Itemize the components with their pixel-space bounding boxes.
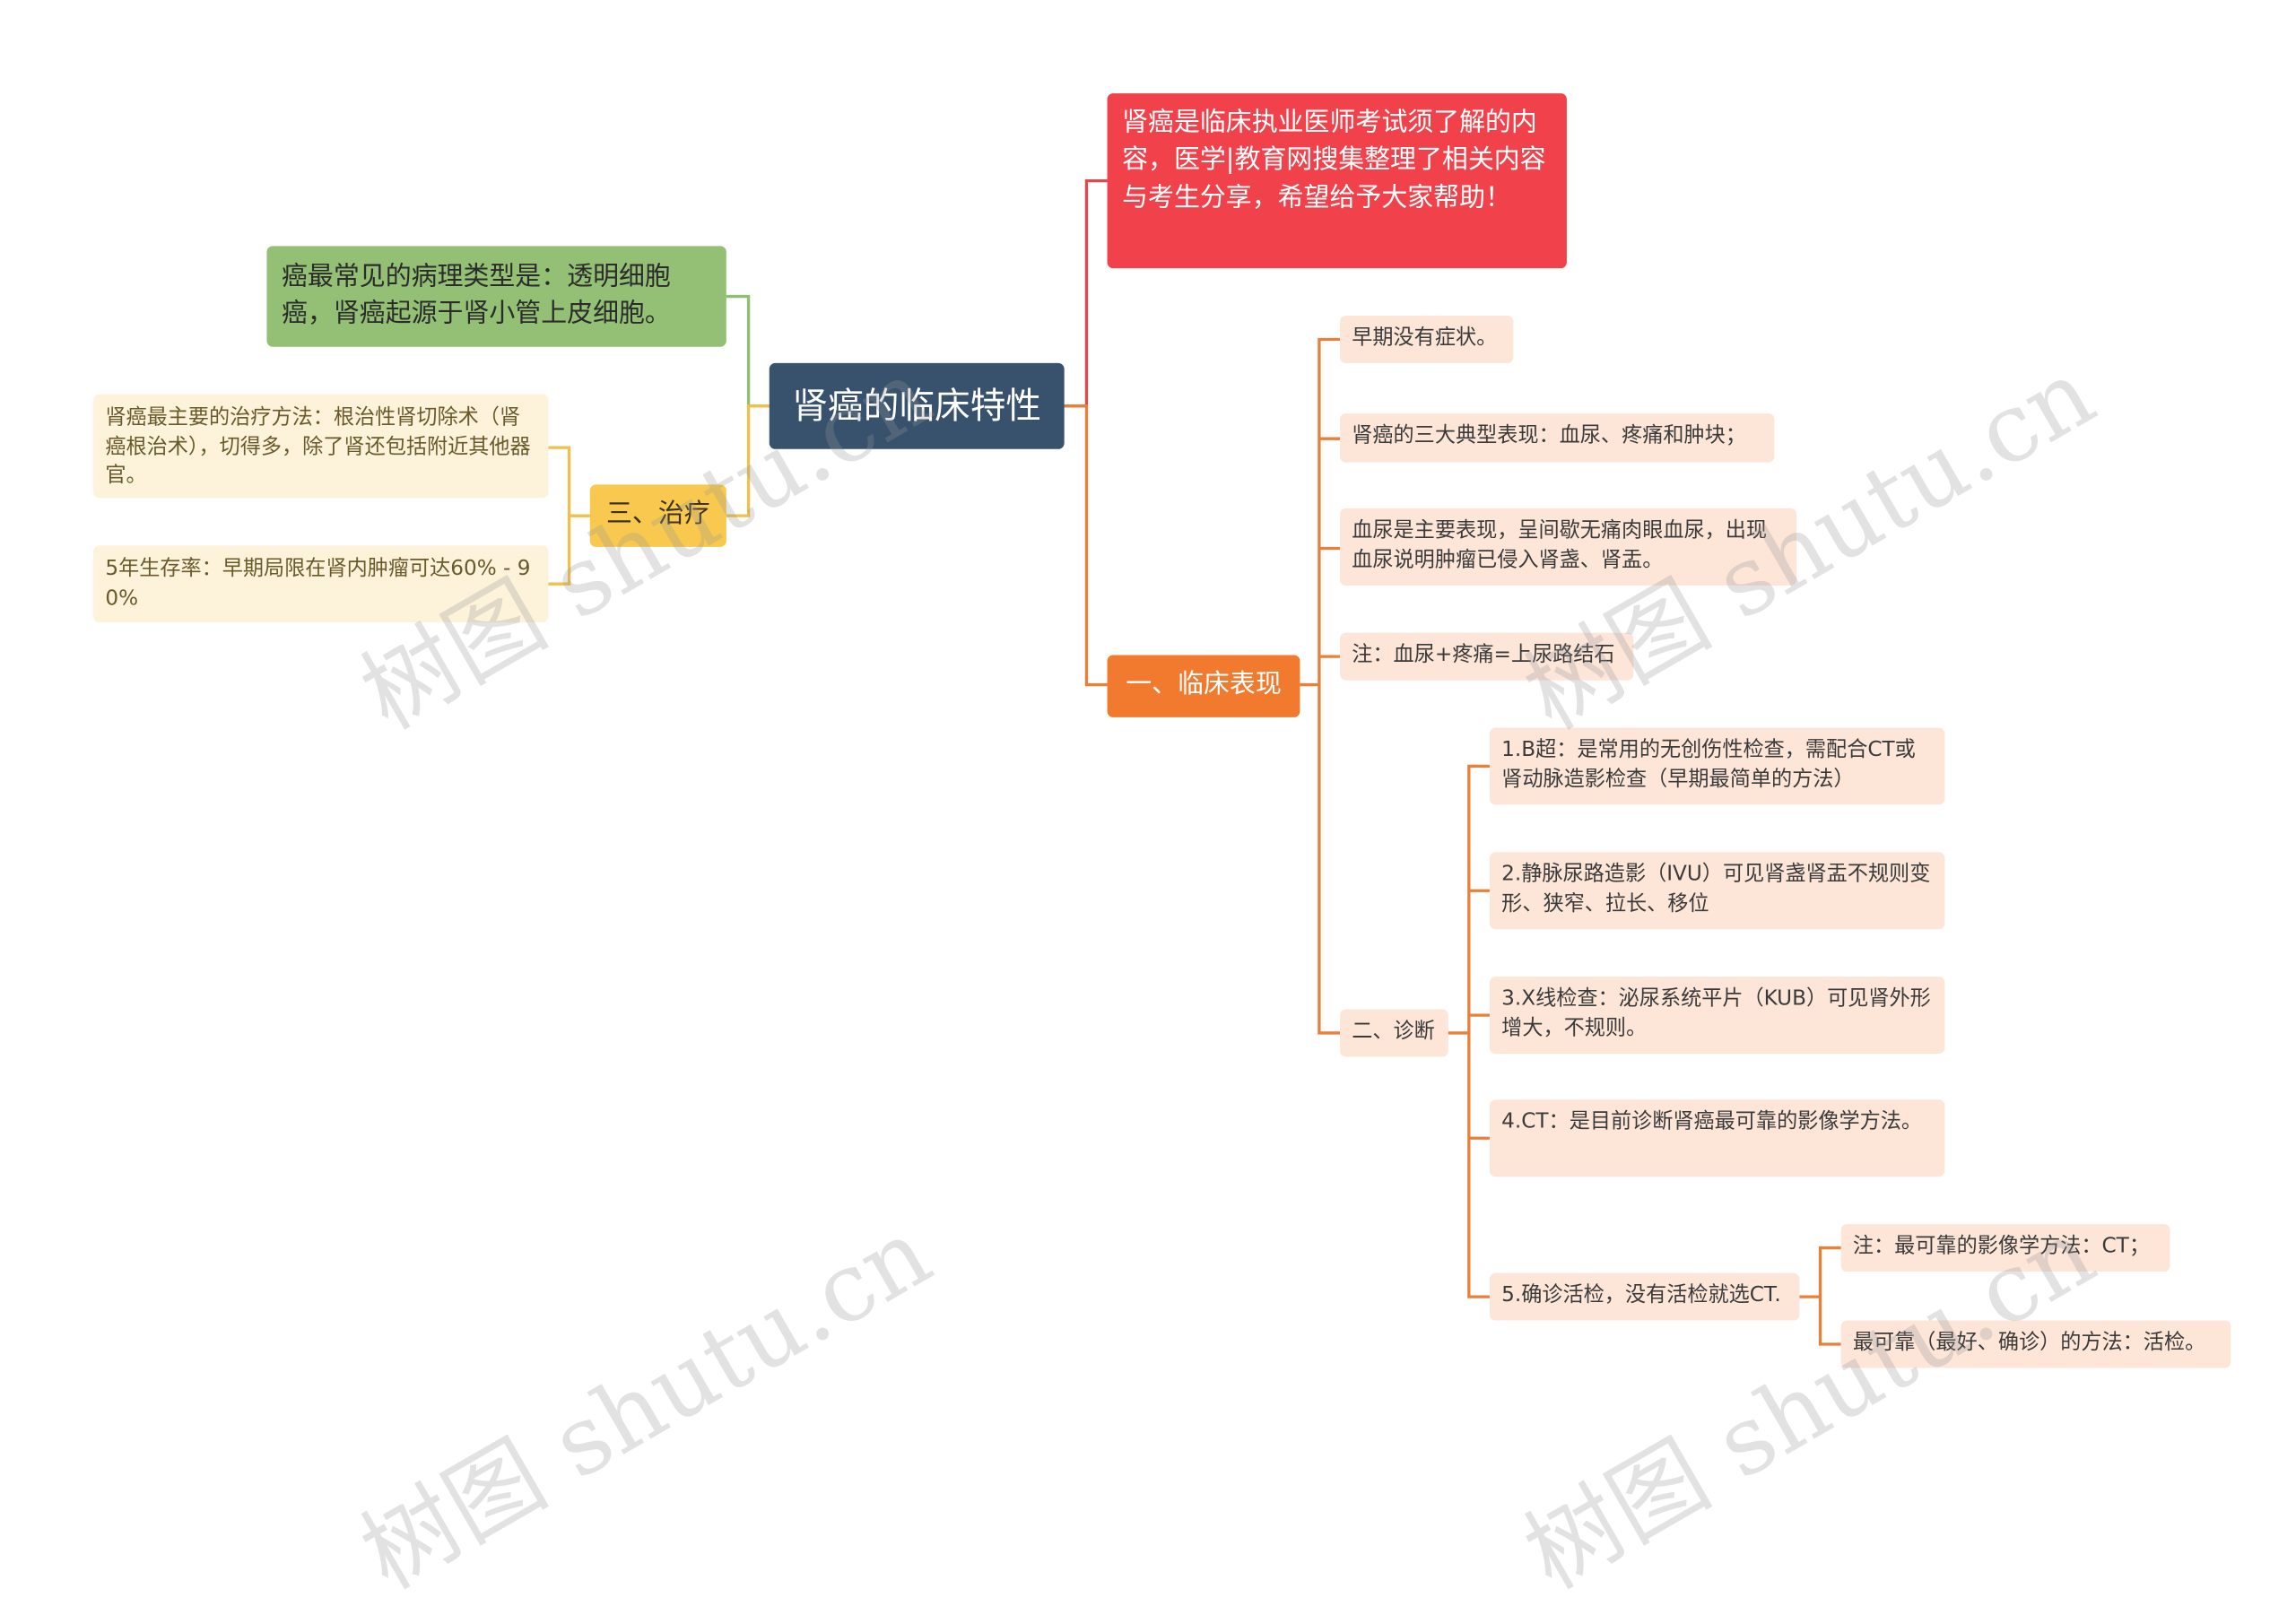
biopsy-text: 5.确诊活检，没有活检就选CT.: [1501, 1283, 1781, 1307]
treatment-item-text: 5年生存率：早期局限在肾内肿瘤可达60% - 90%: [105, 557, 531, 611]
clinical-item-text: 早期没有症状。: [1352, 326, 1498, 351]
mind-map: 肾癌的临床特性 肾癌是临床执业医师考试须了解的内容，医学|教育网搜集整理了相关内…: [93, 93, 2231, 1611]
biopsy-note-text: 最可靠（最好、确诊）的方法：活检。: [1852, 1331, 2206, 1355]
diagnosis-item[interactable]: 2.静脉尿路造影（IVU）可见肾盏肾盂不规则变形、狭窄、拉长、移位: [1489, 852, 1945, 930]
root-topic-label: 肾癌的临床特性: [792, 385, 1042, 427]
root-topic[interactable]: 肾癌的临床特性: [769, 362, 1065, 449]
clinical-item-text: 血尿是主要表现，呈间歇无痛肉眼血尿，出现血尿说明肿瘤已侵入肾盏、肾盂。: [1352, 518, 1768, 572]
link-root-pathology: [726, 294, 771, 408]
link-root-treatment: [726, 404, 771, 517]
pathology-text: 癌最常见的病理类型是：透明细胞癌，肾癌起源于肾小管上皮细胞。: [282, 262, 671, 330]
biopsy-note[interactable]: 注：最可靠的影像学方法：CT；: [1840, 1224, 2170, 1272]
biopsy-note[interactable]: 最可靠（最好、确诊）的方法：活检。: [1840, 1320, 2231, 1368]
clinical-item[interactable]: 注：血尿+疼痛=上尿路结石: [1340, 632, 1634, 681]
link-root-intro: [1064, 178, 1108, 408]
clinical-node[interactable]: 一、临床表现: [1107, 655, 1300, 717]
diagnosis-item-text: 4.CT：是目前诊断肾癌最可靠的影像学方法。: [1501, 1109, 1923, 1134]
link-treatment-item-2: [548, 514, 590, 586]
link-biopsy-notes: [1799, 1246, 1841, 1346]
clinical-item[interactable]: 早期没有症状。: [1340, 316, 1514, 363]
diagnosis-label: 二、诊断: [1352, 1020, 1435, 1044]
link-clinical-leaves: [1300, 337, 1341, 1035]
diagnosis-node[interactable]: 二、诊断: [1340, 1009, 1448, 1057]
treatment-node[interactable]: 三、治疗: [589, 484, 726, 547]
treatment-item-text: 肾癌最主要的治疗方法：根治性肾切除术（肾癌根治术），切得多，除了肾还包括附近其他…: [105, 405, 531, 489]
clinical-item-text: 肾癌的三大典型表现：血尿、疼痛和肿块；: [1352, 423, 1746, 448]
pathology-node[interactable]: 癌最常见的病理类型是：透明细胞癌，肾癌起源于肾小管上皮细胞。: [266, 246, 726, 347]
link-diagnosis-items: [1448, 764, 1490, 1298]
biopsy-note-text: 注：最可靠的影像学方法：CT；: [1852, 1234, 2150, 1259]
intro-node[interactable]: 肾癌是临床执业医师考试须了解的内容，医学|教育网搜集整理了相关内容与考生分享，希…: [1107, 93, 1567, 269]
treatment-item[interactable]: 5年生存率：早期局限在肾内肿瘤可达60% - 90%: [93, 545, 549, 623]
diagnosis-item[interactable]: 3.X线检查：泌尿系统平片（KUB）可见肾外形增大，不规则。: [1489, 977, 1945, 1055]
clinical-label: 一、临床表现: [1126, 670, 1282, 700]
link-treatment-item-1: [548, 446, 590, 517]
biopsy-node[interactable]: 5.确诊活检，没有活检就选CT.: [1489, 1272, 1800, 1321]
diagnosis-item[interactable]: 4.CT：是目前诊断肾癌最可靠的影像学方法。: [1489, 1099, 1945, 1177]
treatment-item[interactable]: 肾癌最主要的治疗方法：根治性肾切除术（肾癌根治术），切得多，除了肾还包括附近其他…: [93, 394, 549, 499]
link-root-clinical: [1064, 404, 1108, 687]
diagnosis-item-text: 2.静脉尿路造影（IVU）可见肾盏肾盂不规则变形、狭窄、拉长、移位: [1501, 862, 1931, 916]
diagnosis-item-text: 3.X线检查：泌尿系统平片（KUB）可见肾外形增大，不规则。: [1501, 986, 1931, 1040]
clinical-item-text: 注：血尿+疼痛=上尿路结石: [1352, 643, 1615, 667]
diagnosis-item[interactable]: 1.B超：是常用的无创伤性检查，需配合CT或肾动脉造影检查（早期最简单的方法）: [1489, 727, 1945, 805]
clinical-item[interactable]: 肾癌的三大典型表现：血尿、疼痛和肿块；: [1340, 413, 1775, 463]
diagnosis-item-text: 1.B超：是常用的无创伤性检查，需配合CT或肾动脉造影检查（早期最简单的方法）: [1501, 738, 1916, 791]
intro-text: 肾癌是临床执业医师考试须了解的内容，医学|教育网搜集整理了相关内容与考生分享，希…: [1122, 108, 1546, 213]
treatment-label: 三、治疗: [605, 499, 710, 530]
clinical-item[interactable]: 血尿是主要表现，呈间歇无痛肉眼血尿，出现血尿说明肿瘤已侵入肾盏、肾盂。: [1340, 508, 1797, 586]
connector-lines: [548, 178, 1841, 1346]
